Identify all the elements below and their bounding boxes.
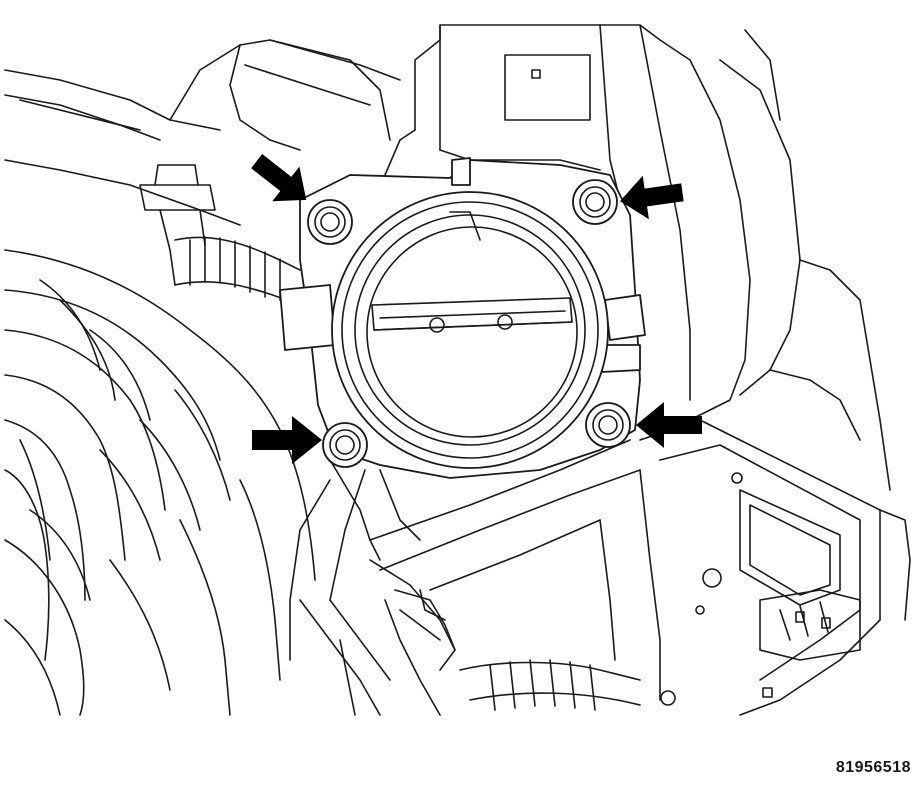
left-hoses-and-tubes	[4, 39, 401, 716]
throttle-body	[279, 157, 646, 479]
arrow-icon	[636, 402, 702, 448]
arrow-icon	[620, 175, 684, 220]
figure-id-label: 81956518	[835, 759, 911, 776]
intake-manifold-structure	[379, 24, 891, 491]
bolt-upper-right	[572, 179, 618, 225]
bolt-lower-right	[585, 402, 631, 448]
bolt-upper-left	[307, 199, 353, 245]
right-bracket-plate	[599, 419, 911, 716]
arrow-icon	[251, 154, 307, 202]
lower-bracket-and-connector	[289, 439, 641, 716]
arrow-icon	[252, 416, 322, 464]
bolt-lower-left	[322, 422, 368, 468]
